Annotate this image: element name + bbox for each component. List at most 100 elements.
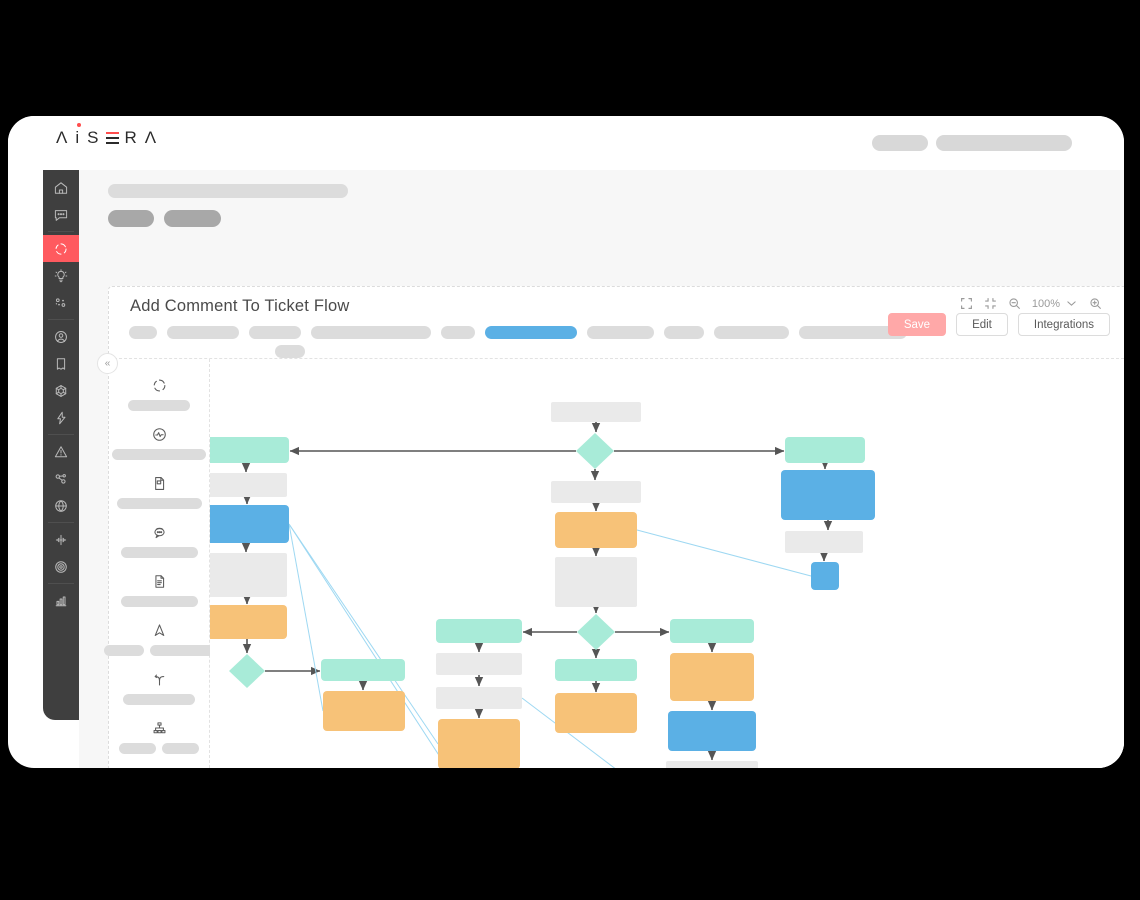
tab-skeleton[interactable] <box>714 326 789 339</box>
palette-item-document[interactable] <box>109 571 209 607</box>
collapse-panel-button[interactable]: « <box>97 353 118 374</box>
flow-node-grey[interactable] <box>210 473 287 497</box>
flow-node-mint[interactable] <box>670 619 754 643</box>
toolbar-button-skeleton[interactable] <box>108 210 154 227</box>
flow-editor-panel: Add Comment To Ticket Flow Save Edit Int… <box>97 286 1124 768</box>
rail-item-globe[interactable] <box>43 492 79 519</box>
toolbar-button-skeleton[interactable] <box>164 210 221 227</box>
flow-link-line <box>288 523 439 745</box>
flow-node-grey[interactable] <box>210 553 287 597</box>
flow-node-mint[interactable] <box>210 437 289 463</box>
skeleton-bar <box>149 645 215 656</box>
flow-node-orange[interactable] <box>670 653 754 701</box>
rail-separator <box>48 319 74 320</box>
home-icon <box>53 180 69 196</box>
tab-skeleton-row <box>129 326 919 358</box>
palette-item-expand-arrows[interactable] <box>109 767 209 768</box>
flow-node-orange[interactable] <box>323 691 405 731</box>
tab-skeleton[interactable] <box>167 326 239 339</box>
flow-node-mint[interactable] <box>576 433 614 469</box>
save-button[interactable]: Save <box>887 313 947 336</box>
palette-item-org-tree[interactable] <box>109 718 209 754</box>
zoom-out-icon[interactable] <box>1008 297 1021 310</box>
zoom-level-value: 100% <box>1031 297 1060 310</box>
flow-node-grey[interactable] <box>551 402 641 422</box>
target-icon <box>53 559 69 575</box>
flow-node-grey[interactable] <box>666 761 758 768</box>
chrome-pill[interactable] <box>872 135 928 151</box>
flow-canvas[interactable] <box>210 359 1124 768</box>
refresh-circle-icon <box>151 375 168 396</box>
logo-letter-a1: Λ <box>56 128 71 147</box>
flow-node-grey[interactable] <box>436 687 522 709</box>
chat-icon <box>53 207 69 223</box>
tab-skeleton[interactable] <box>275 345 305 358</box>
atom-icon <box>53 383 69 399</box>
palette-item-form-file[interactable] <box>109 473 209 509</box>
flow-node-grey[interactable] <box>436 653 522 675</box>
flow-node-orange[interactable] <box>210 605 287 639</box>
flow-node-mint[interactable] <box>785 437 865 463</box>
rail-item-chat[interactable] <box>43 201 79 228</box>
flow-node-orange[interactable] <box>555 512 637 548</box>
integrations-button[interactable]: Integrations <box>1017 313 1110 336</box>
zoom-in-icon[interactable] <box>1089 297 1102 310</box>
palette-item-navigate-arrow[interactable] <box>103 620 215 656</box>
rail-item-bar-chart[interactable] <box>43 587 79 614</box>
collapse-view-icon[interactable] <box>984 297 997 310</box>
flow-node-mint[interactable] <box>229 654 265 688</box>
rail-item-book[interactable] <box>43 350 79 377</box>
rail-item-atom[interactable] <box>43 377 79 404</box>
flow-node-grey[interactable] <box>555 557 637 607</box>
palette-item-chat-bubble[interactable] <box>109 522 209 558</box>
flow-link-line <box>288 523 324 712</box>
flow-node-orange[interactable] <box>555 693 637 733</box>
user-icon <box>53 329 69 345</box>
rail-separator <box>48 231 74 232</box>
flow-node-mint[interactable] <box>436 619 522 643</box>
logo-letter-r: R <box>124 128 140 147</box>
palette-item-branch[interactable] <box>109 669 209 705</box>
fit-to-screen-icon[interactable] <box>960 297 973 310</box>
rail-item-user[interactable] <box>43 323 79 350</box>
tab-skeleton[interactable] <box>311 326 431 339</box>
tab-skeleton[interactable] <box>587 326 654 339</box>
tab-active-skeleton[interactable] <box>485 326 577 339</box>
rail-item-refresh-circle[interactable] <box>43 235 79 262</box>
zoom-level-select[interactable]: 100% <box>1032 297 1078 310</box>
form-file-icon <box>151 473 168 494</box>
rail-item-share-nodes[interactable] <box>43 465 79 492</box>
flow-node-grey[interactable] <box>785 531 863 553</box>
tab-skeleton[interactable] <box>799 326 907 339</box>
tab-skeleton[interactable] <box>664 326 704 339</box>
flow-node-mint[interactable] <box>321 659 405 681</box>
flow-node-blue[interactable] <box>210 505 289 543</box>
aisera-logo: Λ i S R Λ <box>56 128 159 148</box>
flow-node-orange[interactable] <box>438 719 520 768</box>
edit-button[interactable]: Edit <box>956 313 1008 336</box>
skeleton-bar <box>123 694 195 705</box>
primary-nav-rail <box>43 170 79 720</box>
tab-skeleton[interactable] <box>441 326 475 339</box>
tab-skeleton[interactable] <box>129 326 157 339</box>
flow-node-blue[interactable] <box>668 711 756 751</box>
rail-item-dots-cluster[interactable] <box>43 289 79 316</box>
palette-item-pulse-circle[interactable] <box>109 424 209 460</box>
flow-node-blue[interactable] <box>781 470 875 520</box>
flow-node-mint[interactable] <box>577 614 615 650</box>
rail-item-home[interactable] <box>43 174 79 201</box>
tab-skeleton[interactable] <box>249 326 301 339</box>
flow-node-grey[interactable] <box>551 481 641 503</box>
rail-item-warning-triangle[interactable] <box>43 438 79 465</box>
logo-letter-i: i <box>75 128 83 147</box>
rail-item-plus-cross[interactable] <box>43 526 79 553</box>
rail-item-lightning[interactable] <box>43 404 79 431</box>
palette-item-refresh-circle[interactable] <box>109 375 209 411</box>
chrome-pill[interactable] <box>936 135 1072 151</box>
flow-node-blue[interactable] <box>811 562 839 590</box>
flow-node-mint[interactable] <box>555 659 637 681</box>
logo-letter-a2: Λ <box>144 128 160 147</box>
rail-item-target[interactable] <box>43 553 79 580</box>
rail-item-lightbulb[interactable] <box>43 262 79 289</box>
expand-arrows-icon <box>151 767 168 768</box>
